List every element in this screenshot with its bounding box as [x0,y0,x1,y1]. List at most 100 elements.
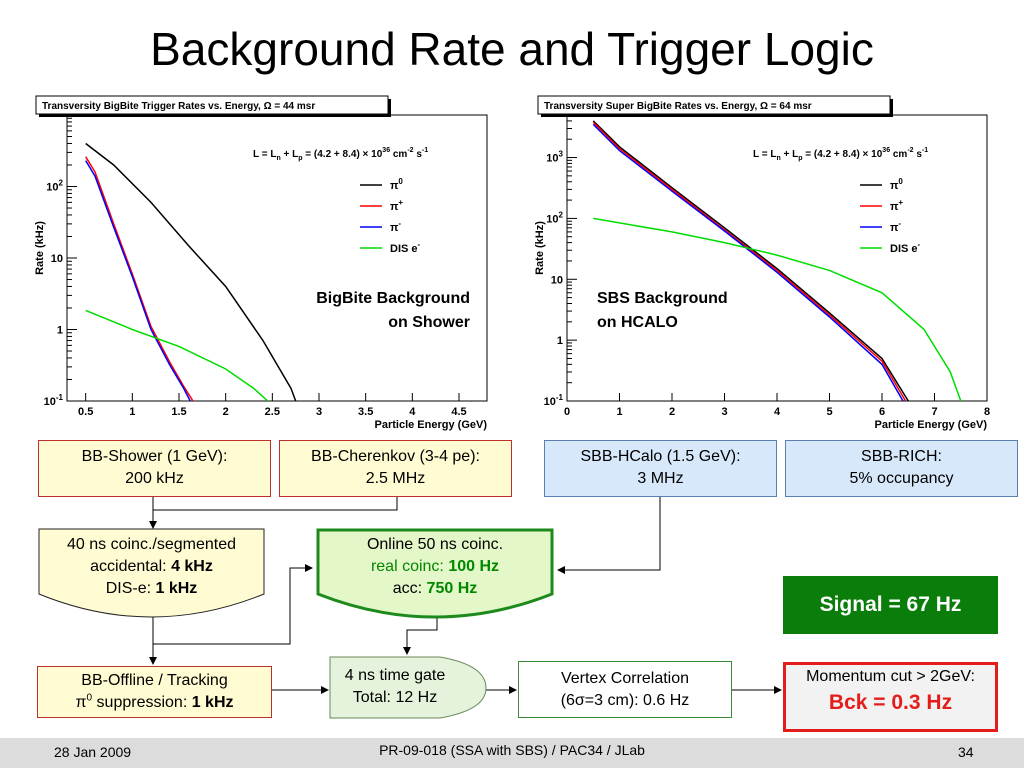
x-tick-label: 2.5 [265,406,280,418]
vertex-line2: (6σ=3 cm): 0.6 Hz [560,692,690,709]
gate-line2: Total: 12 Hz [352,689,438,706]
sbb-rich-label: SBB-RICH: [861,448,942,465]
x-tick-label: 6 [879,406,885,418]
x-tick-label: 1 [129,406,135,418]
y-tick-label: 10 [551,274,563,286]
y-tick-label: 10-1 [544,393,564,408]
online-line2: real coinc: 100 Hz [370,558,500,575]
overlay-text: SBS Background [597,290,728,307]
flow-connectors [38,497,782,719]
offline-line1: BB-Offline / Tracking [81,672,228,689]
sbb-rich-box: SBB-RICH: 5% occupancy [785,440,1018,497]
bb-cherenkov-box: BB-Cherenkov (3-4 pe): 2.5 MHz [279,440,512,497]
x-axis-label: Particle Energy (GeV) [375,419,488,431]
plot-frame [66,114,488,402]
legend-label: DIS e- [390,240,421,255]
x-tick-label: 5 [826,406,832,418]
series-line [85,156,194,401]
slide-title: Background Rate and Trigger Logic [150,23,874,75]
y-tick-label: 10 [51,253,63,265]
sbb-hcalo-label: SBB-HCalo (1.5 GeV): [580,448,741,465]
coinc-line1: 40 ns coinc./segmented [67,536,236,553]
x-tick-label: 0 [564,406,570,418]
connector-shower-cherenkov-to-coinc [153,497,398,528]
y-tick-label: 10-1 [44,393,64,408]
coinc-40ns-shape [38,528,265,618]
connector-coinc-to-offline [152,564,313,645]
time-gate-shape [329,656,487,719]
chart-title: Transversity Super BigBite Rates vs. Ene… [544,101,812,112]
x-tick-label: 4.5 [451,406,466,418]
legend-label: DIS e- [890,240,921,255]
online-line3: acc: 750 Hz [392,580,478,597]
sbb-hcalo-box: SBB-HCalo (1.5 GeV): 3 MHz [544,440,777,497]
x-tick-label: 8 [984,406,990,418]
x-tick-label: 3.5 [358,406,373,418]
y-tick-label: 102 [46,179,63,194]
online-coinc-shape [316,528,554,619]
y-tick-label: 102 [546,210,563,225]
y-axis-label: Rate (kHz) [34,221,46,275]
y-tick-label: 103 [546,150,563,165]
online-line1: Online 50 ns coinc. [366,536,504,553]
legend-label: π- [890,219,901,234]
online-coinc-text: Online 50 ns coinc. real coinc: 100 Hz a… [318,534,552,600]
vertex-line1: Vertex Correlation [560,670,690,687]
time-gate-text: 4 ns time gate Total: 12 Hz [330,665,460,709]
series-line [85,160,191,401]
x-tick-label: 1 [616,406,622,418]
x-tick-label: 3 [316,406,322,418]
momentum-box: Momentum cut > 2GeV: Bck = 0.3 Hz [783,662,998,732]
charts-layer: Transversity BigBite Trigger Rates vs. E… [34,95,991,431]
overlay-text: on Shower [388,314,470,331]
footer-date: 28 Jan 2009 [54,744,132,760]
sbb-rich-value: 5% occupancy [849,470,954,487]
bb-shower-box: BB-Shower (1 GeV): 200 kHz [38,440,271,497]
y-tick-label: 1 [57,325,63,337]
bb-shower-label: BB-Shower (1 GeV): [81,448,228,465]
y-tick-label: 1 [557,335,563,347]
vertex-box: Vertex Correlation (6σ=3 cm): 0.6 Hz [518,661,732,718]
series-line [592,121,907,401]
offline-box: BB-Offline / Tracking π0 suppression: 1 … [37,666,272,718]
offline-line2: π0 suppression: 1 kHz [75,692,234,711]
legend-label: π- [390,219,401,234]
x-tick-label: 7 [931,406,937,418]
x-tick-label: 3 [721,406,727,418]
gate-line1: 4 ns time gate [344,667,446,684]
footer-bar [0,738,1024,768]
coinc-line2: accidental: 4 kHz [90,558,213,575]
footer-center: PR-09-018 (SSA with SBS) / PAC34 / JLab [379,742,645,758]
luminosity-annotation: L = Ln + Lp = (4.2 + 8.4) × 1036 cm-2 s-… [753,147,928,162]
series-line [592,123,904,401]
bb-cherenkov-label: BB-Cherenkov (3-4 pe): [311,448,480,465]
signal-box: Signal = 67 Hz [783,576,998,634]
chart-title-box [537,95,891,115]
legend-label: π0 [390,177,403,192]
footer-page: 34 [958,744,974,760]
sbb-hcalo-rate: 3 MHz [637,470,684,487]
series-line [85,142,297,401]
bb-cherenkov-rate: 2.5 MHz [365,470,426,487]
legend-label: π0 [890,177,903,192]
series-line [593,217,962,401]
y-axis-label: Rate (kHz) [534,221,546,275]
connector-hcalo-to-online [557,497,661,574]
x-tick-label: 2 [669,406,675,418]
legend-label: π+ [890,198,903,213]
chart-title-box [35,95,389,115]
x-tick-label: 1.5 [171,406,186,418]
momentum-line2: Bck = 0.3 Hz [828,691,953,714]
x-axis-label: Particle Energy (GeV) [875,419,988,431]
coinc-line3: DIS-e: 1 kHz [105,580,198,597]
overlay-text: on HCALO [597,314,678,331]
signal-text: Signal = 67 Hz [819,593,962,616]
legend-label: π+ [390,198,403,213]
x-tick-label: 4 [774,406,781,418]
x-tick-label: 0.5 [78,406,93,418]
series-line [85,309,269,401]
momentum-line1: Momentum cut > 2GeV: [806,668,975,685]
x-tick-label: 2 [223,406,229,418]
luminosity-annotation: L = Ln + Lp = (4.2 + 8.4) × 1036 cm-2 s-… [253,147,428,162]
chart-title: Transversity BigBite Trigger Rates vs. E… [42,101,315,112]
